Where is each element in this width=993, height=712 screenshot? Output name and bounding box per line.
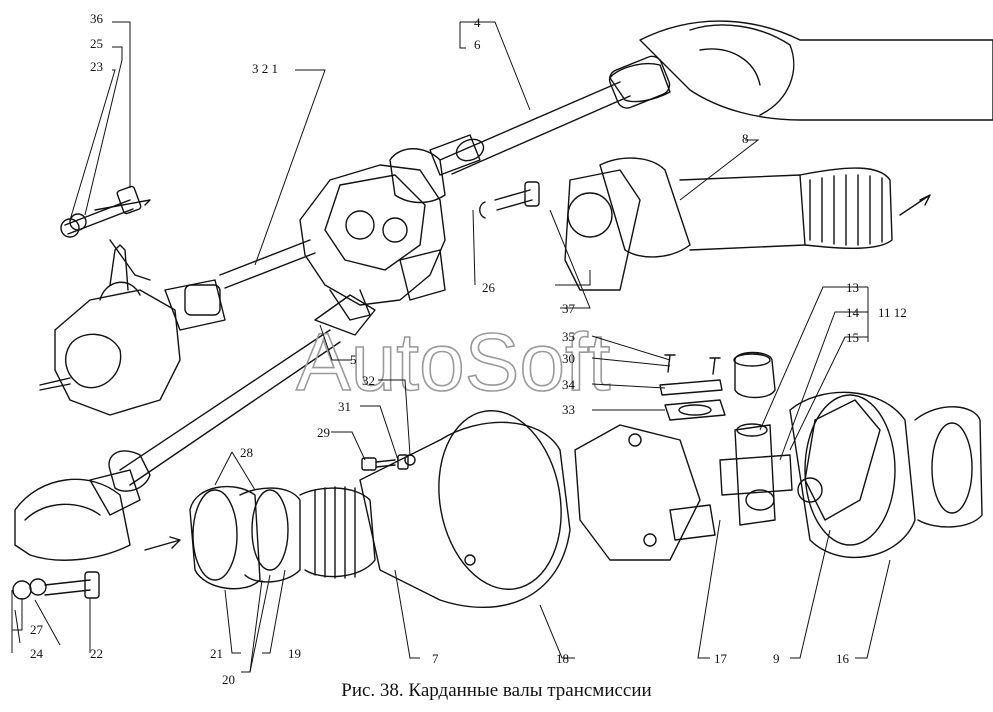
callout-32: 32 <box>362 373 375 388</box>
output-flange-16 <box>789 391 983 559</box>
front-axle-housing <box>14 469 141 561</box>
watermark-text: AutoSoft <box>296 317 611 408</box>
callout-15: 15 <box>846 330 859 345</box>
slip-yoke-shaft-8 <box>564 157 931 291</box>
callout-6: 6 <box>474 37 481 52</box>
lower-propeller-shaft <box>108 294 376 492</box>
callout-23: 23 <box>90 59 103 74</box>
front-intermediate-shaft <box>164 239 316 331</box>
upper-propeller-shaft <box>429 55 671 176</box>
universal-joint-cross <box>719 423 793 526</box>
callout-25: 25 <box>90 36 103 51</box>
callout-37: 37 <box>562 301 576 316</box>
callout-13: 13 <box>846 280 859 295</box>
callout-3-2-1: 3 2 1 <box>252 61 278 76</box>
callout-22: 22 <box>90 646 103 661</box>
callout-33: 33 <box>562 402 575 417</box>
callout-4: 4 <box>474 15 481 30</box>
callout-35: 35 <box>562 329 575 344</box>
bolt-29 <box>361 454 409 471</box>
callout-26: 26 <box>482 280 496 295</box>
figure-caption: Рис. 38. Карданные валы трансмиссии <box>341 680 652 701</box>
flange-yoke <box>574 424 716 561</box>
callout-18: 18 <box>556 651 569 666</box>
callout-5: 5 <box>350 352 357 367</box>
callout-17: 17 <box>714 651 728 666</box>
callout-27: 27 <box>30 622 44 637</box>
gearbox-left <box>39 244 181 416</box>
callout-21: 21 <box>210 646 223 661</box>
callout-29: 29 <box>317 425 330 440</box>
callout-8: 8 <box>742 131 749 146</box>
callout-7: 7 <box>432 651 439 666</box>
small-parts-group <box>659 351 776 421</box>
callout-34: 34 <box>562 377 576 392</box>
callout-14: 14 <box>846 305 860 320</box>
flow-arrow-left <box>144 536 181 551</box>
callout-20: 20 <box>222 672 235 687</box>
bolt-26 <box>479 181 540 219</box>
callout-28: 28 <box>240 445 253 460</box>
bell-housing <box>359 410 571 608</box>
callout-30: 30 <box>562 351 575 366</box>
rear-axle-housing <box>639 20 993 121</box>
bolt-nut-assembly-top <box>60 185 151 281</box>
callout-31: 31 <box>338 399 351 414</box>
callout-16: 16 <box>836 651 850 666</box>
callout-19: 19 <box>288 646 301 661</box>
callout-11-12: 11 12 <box>878 305 907 320</box>
transfer-case <box>299 148 446 321</box>
splined-hub-assembly <box>189 485 376 590</box>
callout-36: 36 <box>90 11 104 26</box>
callout-24: 24 <box>30 646 44 661</box>
callout-9: 9 <box>773 651 780 666</box>
bolt-nut-assembly-bottom <box>12 571 100 600</box>
leader-lines <box>11 21 891 673</box>
